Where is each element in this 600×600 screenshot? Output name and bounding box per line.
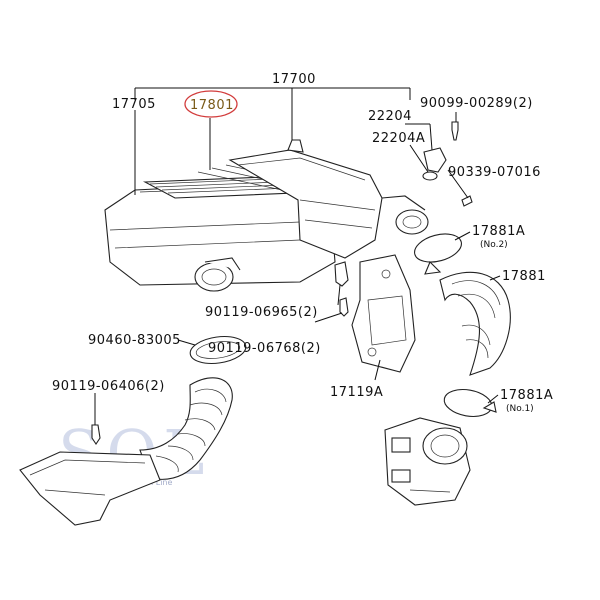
inlet-hose: [139, 377, 233, 480]
label-17881[interactable]: 17881: [502, 269, 546, 284]
label-90119-06406[interactable]: 90119-06406(2): [52, 379, 165, 394]
label-22204A[interactable]: 22204A: [372, 131, 425, 146]
label-90119-06768[interactable]: 90119-06768(2): [208, 341, 321, 356]
label-90119-06965[interactable]: 90119-06965(2): [205, 305, 318, 320]
intake-hose-group: [414, 233, 511, 418]
label-17881A-no2[interactable]: 17881A: [472, 224, 525, 239]
label-17801[interactable]: 17801: [190, 98, 234, 113]
screw-top: [451, 121, 459, 141]
label-90460[interactable]: 90460-83005: [88, 333, 181, 348]
highlight-ring: [184, 90, 238, 118]
label-17119A[interactable]: 17119A: [330, 385, 383, 400]
clamp-no2: [414, 233, 462, 263]
air-flow-sensor: [423, 147, 447, 173]
inlet-duct: [19, 424, 161, 526]
label-no1: (No.1): [506, 404, 534, 414]
clip: [461, 195, 473, 207]
label-17700[interactable]: 17700: [272, 72, 316, 87]
air-cleaner-case: [104, 139, 429, 292]
bracket: [351, 254, 416, 373]
label-90339[interactable]: 90339-07016: [448, 165, 541, 180]
label-17705[interactable]: 17705: [112, 97, 156, 112]
sensor-oring: [422, 171, 438, 181]
intake-hose: [439, 271, 511, 376]
label-22204[interactable]: 22204: [368, 109, 412, 124]
label-17881A-no1[interactable]: 17881A: [500, 388, 553, 403]
bolt-lower: [339, 297, 349, 317]
bolt-duct: [91, 424, 101, 445]
label-no2: (No.2): [480, 240, 508, 250]
label-90099[interactable]: 90099-00289(2): [420, 96, 533, 111]
leader-lines: [94, 87, 501, 425]
bracket-group: [334, 254, 416, 373]
band: [189, 335, 247, 365]
part-labels: 17700 17705 17801 22204 22204A 90099-002…: [52, 72, 553, 414]
sensor-group: [422, 121, 473, 207]
bolt-upper: [334, 261, 349, 287]
throttle-body: [384, 417, 471, 506]
clamp-no1: [443, 388, 493, 418]
